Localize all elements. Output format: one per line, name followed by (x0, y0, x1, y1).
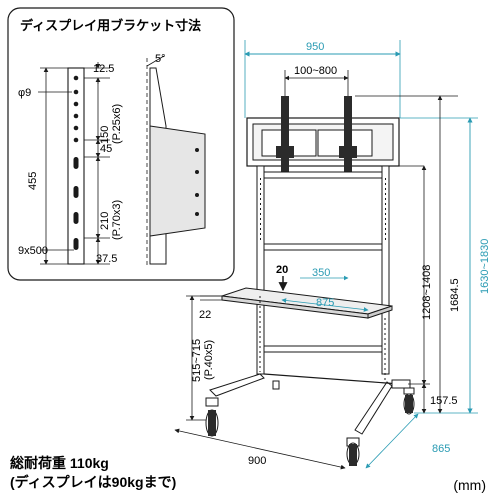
inset-pitch-upper-note: (P.25x6) (111, 104, 123, 144)
inset-phi: φ9 (18, 87, 31, 99)
unit-label: (mm) (453, 477, 486, 493)
dim-shelf-thickness: 22 (199, 309, 211, 321)
load-capacity-line2: (ディスプレイは90kgまで) (10, 474, 177, 490)
inset-title: ディスプレイ用ブラケット寸法 (20, 18, 201, 33)
bracket-inset: ディスプレイ用ブラケット寸法 (7, 7, 235, 281)
main-dimensions (174, 40, 478, 470)
dim-overall-height-fixed: 1684.5 (449, 278, 461, 312)
dim-bracket-height: 1208~1408 (421, 265, 433, 320)
dim-shelf-depth: 350 (312, 267, 330, 279)
bracket-side-profile: 5° (146, 53, 206, 268)
dim-vesa-range: 100~800 (294, 65, 337, 77)
dim-overall-height-range: 1630~1830 (479, 239, 491, 294)
dim-width-total: 950 (306, 41, 324, 53)
inset-slot: 9x500 (18, 245, 48, 257)
inset-overall: 455 (27, 172, 39, 190)
dim-base-width: 900 (248, 455, 266, 467)
inset-pitch-lower: 210 (99, 212, 111, 230)
bracket-strip (67, 67, 85, 265)
dim-base-depth: 865 (432, 443, 450, 455)
dim-shelf-height-note: (P.40x5) (203, 340, 215, 380)
load-capacity-line1: 総耐荷重 110kg (10, 455, 109, 471)
inset-top-offset: 12.5 (93, 63, 114, 75)
inset-pitch-upper: 150 (99, 126, 111, 144)
dim-shelf-width: 875 (316, 297, 334, 309)
load-capacity-note: 総耐荷重 110kg (ディスプレイは90kgまで) (10, 454, 176, 492)
inset-bottom-offset: 37.5 (96, 253, 117, 265)
dim-shelf-height: 515~715 (191, 339, 203, 382)
dim-base-height: 157.5 (430, 395, 458, 407)
inset-pitch-lower-note: (P.70x3) (111, 200, 123, 240)
inset-tilt: 5° (155, 53, 166, 65)
inset-mid-len: 45 (100, 143, 112, 155)
inset-dimensions (38, 62, 110, 265)
stand-drawing (205, 96, 415, 466)
shelf-load-icon: 20 (276, 264, 288, 276)
